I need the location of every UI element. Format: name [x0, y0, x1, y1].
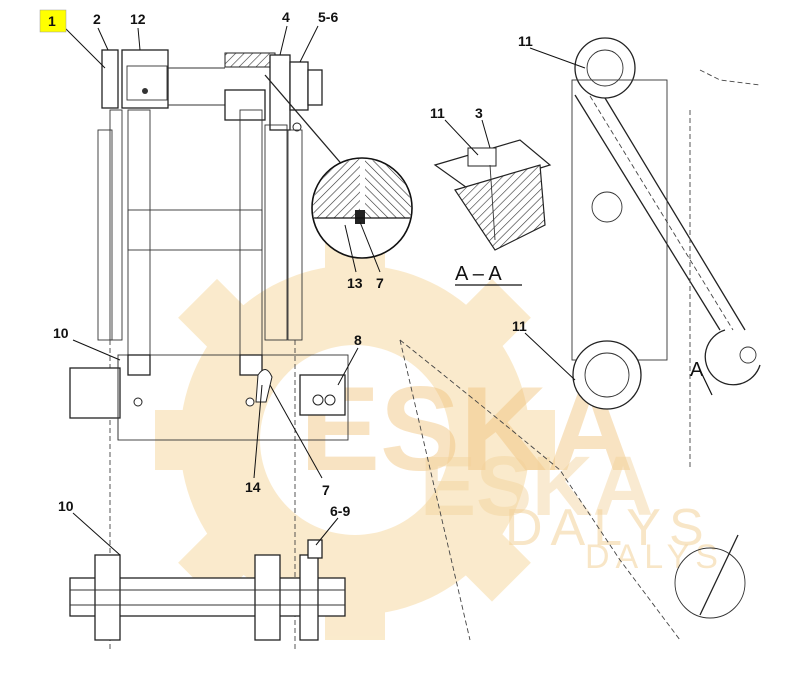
seal-14 [255, 369, 273, 403]
label-11-top: 11 [518, 33, 533, 49]
bushing-12 [121, 49, 169, 109]
label-3: 3 [475, 105, 483, 121]
bolt-6-9 [307, 539, 323, 559]
watermark-text-xsmall: DALYS [585, 538, 724, 576]
washer-4 [224, 52, 276, 68]
plate-2 [101, 49, 119, 109]
highlight-label-1 [39, 9, 67, 33]
grease-nipple [142, 88, 148, 94]
watermark-text-medium: ESKA [420, 439, 653, 533]
label-7-detail: 7 [376, 275, 384, 291]
bolt-head-5-6 [289, 61, 309, 111]
label-4: 4 [282, 9, 290, 25]
label-10-lower: 10 [58, 498, 74, 514]
label-11-middle: 11 [512, 318, 527, 334]
label-14: 14 [245, 479, 261, 495]
label-8: 8 [354, 332, 362, 348]
label-10-top: 10 [53, 325, 69, 341]
section-a-a-view: A – A [433, 139, 552, 286]
watermark-text-small: DALYS [505, 499, 712, 557]
pin-end-8 [299, 374, 346, 416]
label-12: 12 [130, 11, 146, 27]
label-7-lower: 7 [322, 482, 330, 498]
label-2: 2 [93, 11, 101, 27]
upper-pin-assembly [101, 49, 323, 132]
detail-view-circle [264, 74, 413, 259]
label-1: 1 [48, 13, 56, 29]
label-section-a: A [690, 359, 704, 381]
label-13: 13 [347, 275, 363, 291]
linkage-arm-view [399, 37, 761, 641]
label-11-section: 11 [430, 105, 445, 121]
boss-upper [224, 89, 266, 121]
leader-lines [64, 25, 586, 556]
section-label: A – A [455, 263, 502, 285]
label-5-6: 5-6 [318, 9, 338, 25]
bushing-middle [572, 340, 642, 410]
lower-pin-assembly [69, 539, 346, 641]
middle-pin-assembly [69, 354, 349, 441]
label-6-9: 6-9 [330, 503, 350, 519]
